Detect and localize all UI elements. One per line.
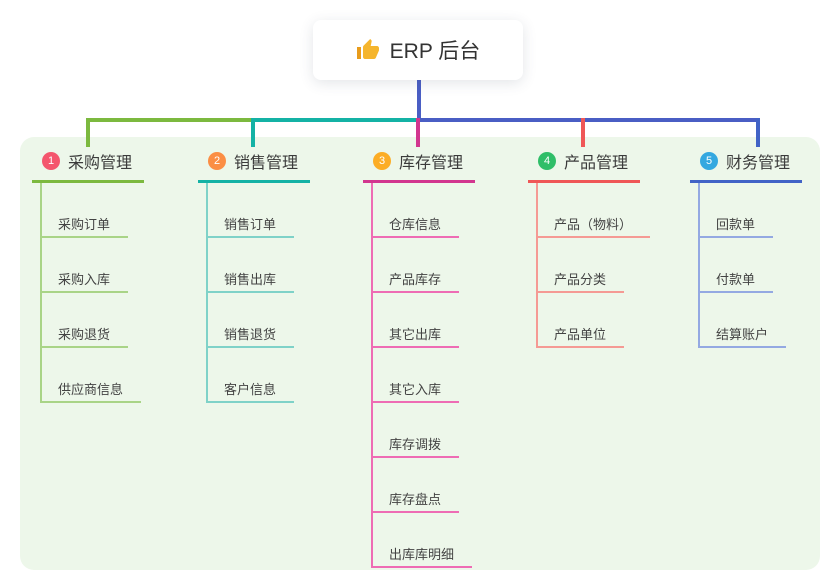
root-node[interactable]: ERP 后台	[313, 20, 523, 80]
connector-line	[251, 118, 255, 147]
connector-line	[756, 118, 760, 147]
branch-label: 销售管理	[234, 155, 299, 172]
branch-item[interactable]: 库存盘点	[373, 458, 460, 513]
branch-number-badge: 5	[700, 152, 718, 170]
branch-item[interactable]: 结算账户	[700, 293, 787, 348]
branch-column: 3 库存管理 仓库信息产品库存其它出库其它入库库存调拨库存盘点出库库明细	[363, 147, 476, 568]
branch-item[interactable]: 供应商信息	[42, 348, 142, 403]
branch-number-badge: 2	[208, 152, 226, 170]
branch-items: 采购订单采购入库采购退货供应商信息	[40, 183, 142, 403]
branch-number-badge: 1	[42, 152, 60, 170]
branch-item[interactable]: 销售出库	[208, 238, 295, 293]
connector-line	[251, 118, 416, 122]
branch-label: 采购管理	[68, 155, 133, 172]
thumbs-up-icon	[356, 39, 379, 59]
connector-line	[86, 118, 251, 122]
branch-column: 4 产品管理 产品（物料）产品分类产品单位	[528, 147, 651, 348]
branch-items: 销售订单销售出库销售退货客户信息	[206, 183, 295, 403]
branch-item[interactable]: 仓库信息	[373, 183, 460, 238]
branch-header[interactable]: 2 销售管理	[198, 147, 311, 183]
branch-label: 财务管理	[726, 155, 791, 172]
connector-line	[416, 118, 420, 147]
branch-item[interactable]: 其它入库	[373, 348, 460, 403]
branch-item[interactable]: 回款单	[700, 183, 774, 238]
branch-items: 产品（物料）产品分类产品单位	[536, 183, 651, 348]
branch-item[interactable]: 产品库存	[373, 238, 460, 293]
connector-line	[581, 118, 585, 147]
branch-header[interactable]: 4 产品管理	[528, 147, 641, 183]
branch-item[interactable]: 其它出库	[373, 293, 460, 348]
branch-item[interactable]: 库存调拨	[373, 403, 460, 458]
branch-item[interactable]: 客户信息	[208, 348, 295, 403]
branch-header[interactable]: 3 库存管理	[363, 147, 476, 183]
connector-line	[86, 118, 90, 147]
branch-column: 1 采购管理 采购订单采购入库采购退货供应商信息	[32, 147, 145, 403]
branch-column: 2 销售管理 销售订单销售出库销售退货客户信息	[198, 147, 311, 403]
branch-item[interactable]: 采购退货	[42, 293, 129, 348]
branch-item[interactable]: 付款单	[700, 238, 774, 293]
branch-number-badge: 3	[373, 152, 391, 170]
branch-item[interactable]: 产品单位	[538, 293, 625, 348]
branch-items: 回款单付款单结算账户	[698, 183, 787, 348]
branch-item[interactable]: 采购入库	[42, 238, 129, 293]
branch-item[interactable]: 销售退货	[208, 293, 295, 348]
root-title: ERP 后台	[389, 40, 481, 63]
branch-label: 库存管理	[399, 155, 464, 172]
branch-item[interactable]: 销售订单	[208, 183, 295, 238]
connector-line	[417, 80, 421, 122]
branch-item[interactable]: 采购订单	[42, 183, 129, 238]
branch-item[interactable]: 产品分类	[538, 238, 625, 293]
branches-panel	[20, 137, 820, 570]
branch-item[interactable]: 产品（物料）	[538, 183, 651, 238]
branch-header[interactable]: 5 财务管理	[690, 147, 803, 183]
branch-column: 5 财务管理 回款单付款单结算账户	[690, 147, 803, 348]
connector-line	[416, 118, 760, 122]
branch-item[interactable]: 出库库明细	[373, 513, 473, 568]
branch-number-badge: 4	[538, 152, 556, 170]
branch-items: 仓库信息产品库存其它出库其它入库库存调拨库存盘点出库库明细	[371, 183, 473, 568]
branch-label: 产品管理	[564, 155, 629, 172]
branch-header[interactable]: 1 采购管理	[32, 147, 145, 183]
